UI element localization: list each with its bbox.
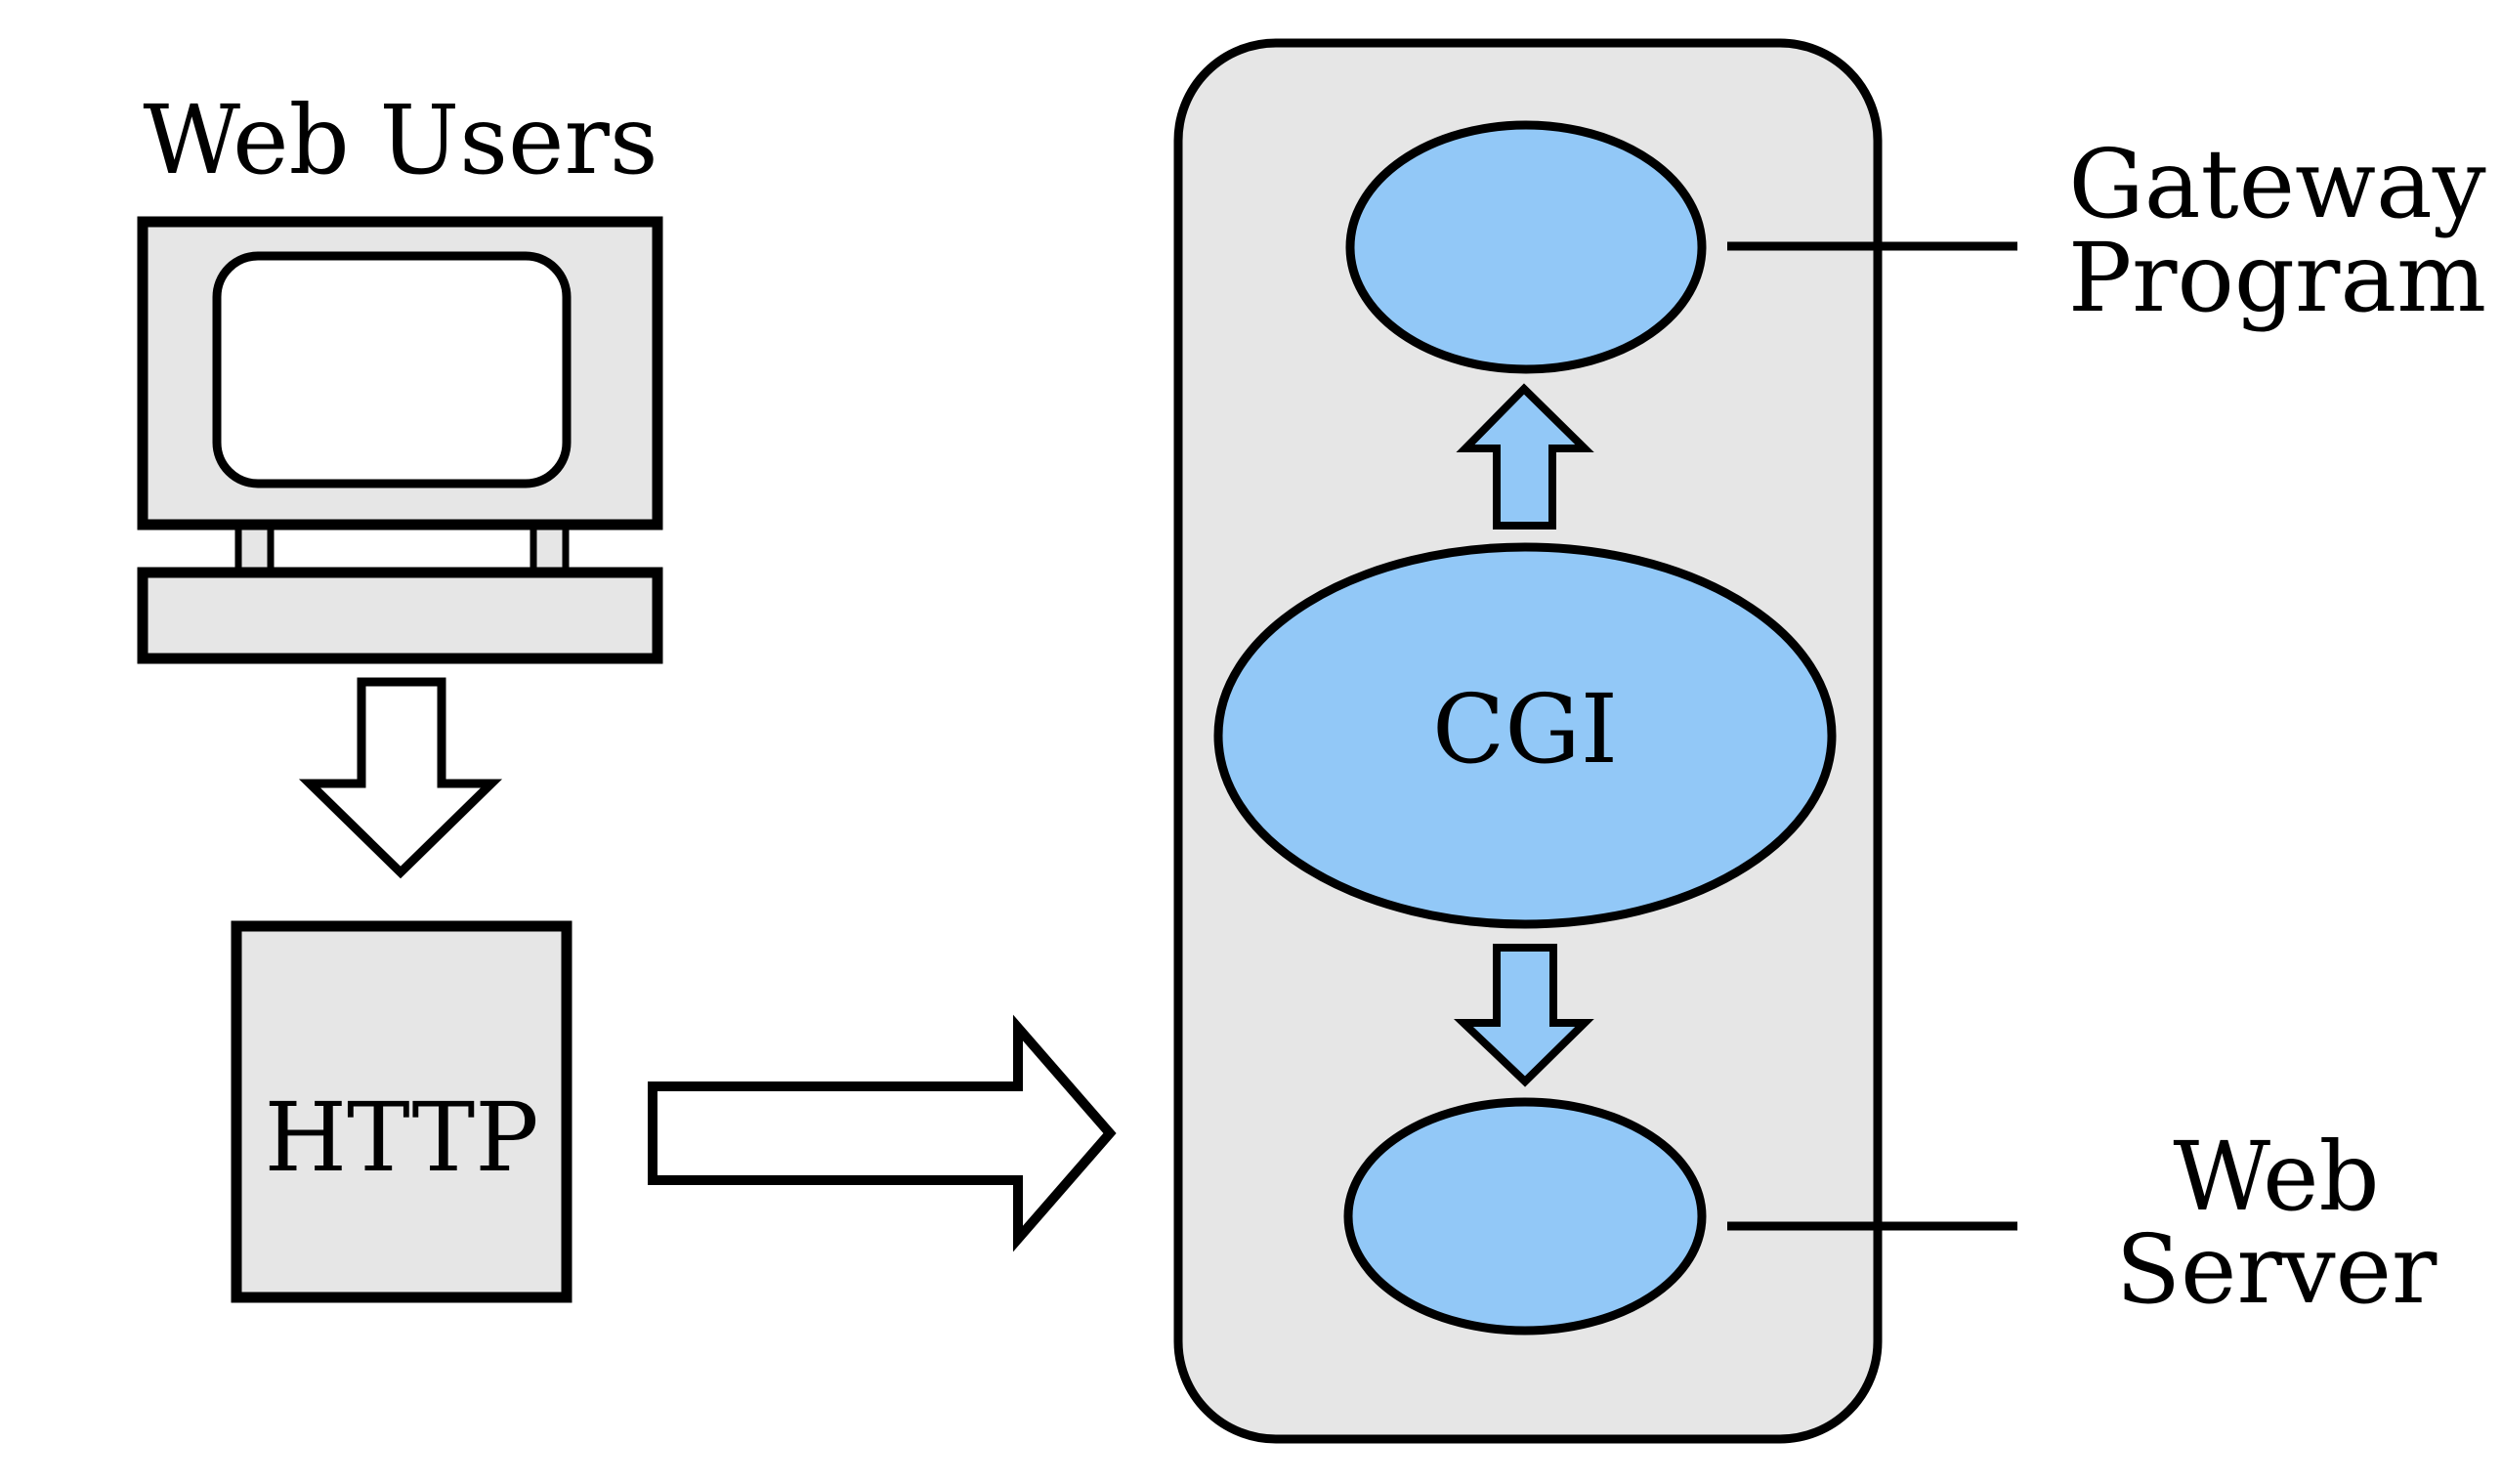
monitor-base-icon: [137, 567, 663, 664]
down-arrow-cgi-to-webserver-icon: [1454, 944, 1594, 1087]
monitor-screen-icon: [212, 251, 572, 488]
right-arrow-http-to-server-icon: [648, 1014, 1117, 1252]
gateway-program-node: [1345, 120, 1707, 374]
web-users-label: Web Users: [143, 85, 657, 195]
http-label: HTTP: [264, 1082, 538, 1193]
up-arrow-cgi-to-gateway-icon: [1456, 383, 1594, 530]
cgi-label: CGI: [1432, 674, 1618, 784]
web-server-node: [1343, 1097, 1707, 1336]
gateway-program-label-line1: Gateway: [2068, 129, 2486, 239]
gateway-program-label-line2: Program: [2068, 223, 2486, 333]
down-arrow-users-to-http-icon: [298, 677, 503, 879]
cgi-node: [1213, 542, 1837, 929]
web-server-label-line2: Server: [2116, 1214, 2437, 1325]
http-box: [231, 920, 572, 1303]
web-server-label-line1: Web: [2173, 1122, 2379, 1232]
computer-icon: [137, 216, 663, 664]
